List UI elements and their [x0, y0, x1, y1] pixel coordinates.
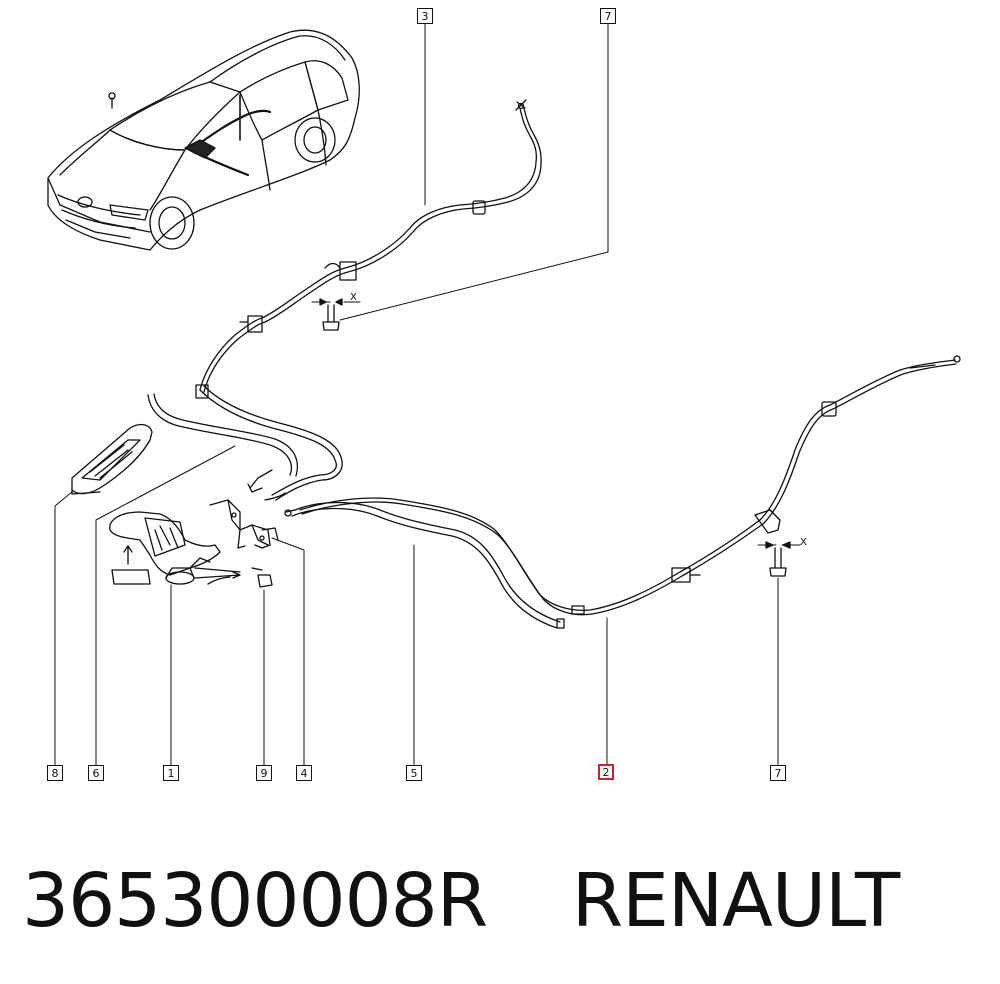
callout-1: 1 [163, 765, 179, 781]
part-1-lever [109, 511, 241, 585]
cable-5 [284, 501, 565, 629]
lower-bolt [757, 541, 801, 577]
car-illustration [47, 29, 360, 251]
cable-2 [299, 355, 961, 616]
callout-7-top: 7 [600, 8, 616, 24]
caption: 365300008R RENAULT [22, 858, 901, 944]
callout-6: 6 [88, 765, 104, 781]
part-4-bracket [209, 499, 279, 549]
part-number: 365300008R [22, 858, 488, 944]
callout-5: 5 [406, 765, 422, 781]
callout-2-highlighted: 2 [598, 764, 614, 780]
dimension-x-lower: X [800, 537, 807, 548]
dimension-x-upper: X [350, 292, 357, 303]
part-9-nut [251, 567, 273, 588]
callout-3-top: 3 [417, 8, 433, 24]
leader-lines [54, 23, 779, 766]
part-8-console-trim [71, 423, 153, 495]
callout-7-bottom: 7 [770, 765, 786, 781]
brand-name: RENAULT [571, 858, 901, 944]
callout-4: 4 [296, 765, 312, 781]
tube-6 [147, 385, 343, 501]
callout-8: 8 [47, 765, 63, 781]
callout-9: 9 [256, 765, 272, 781]
cable-3 [195, 99, 542, 399]
upper-bolt [311, 298, 361, 331]
